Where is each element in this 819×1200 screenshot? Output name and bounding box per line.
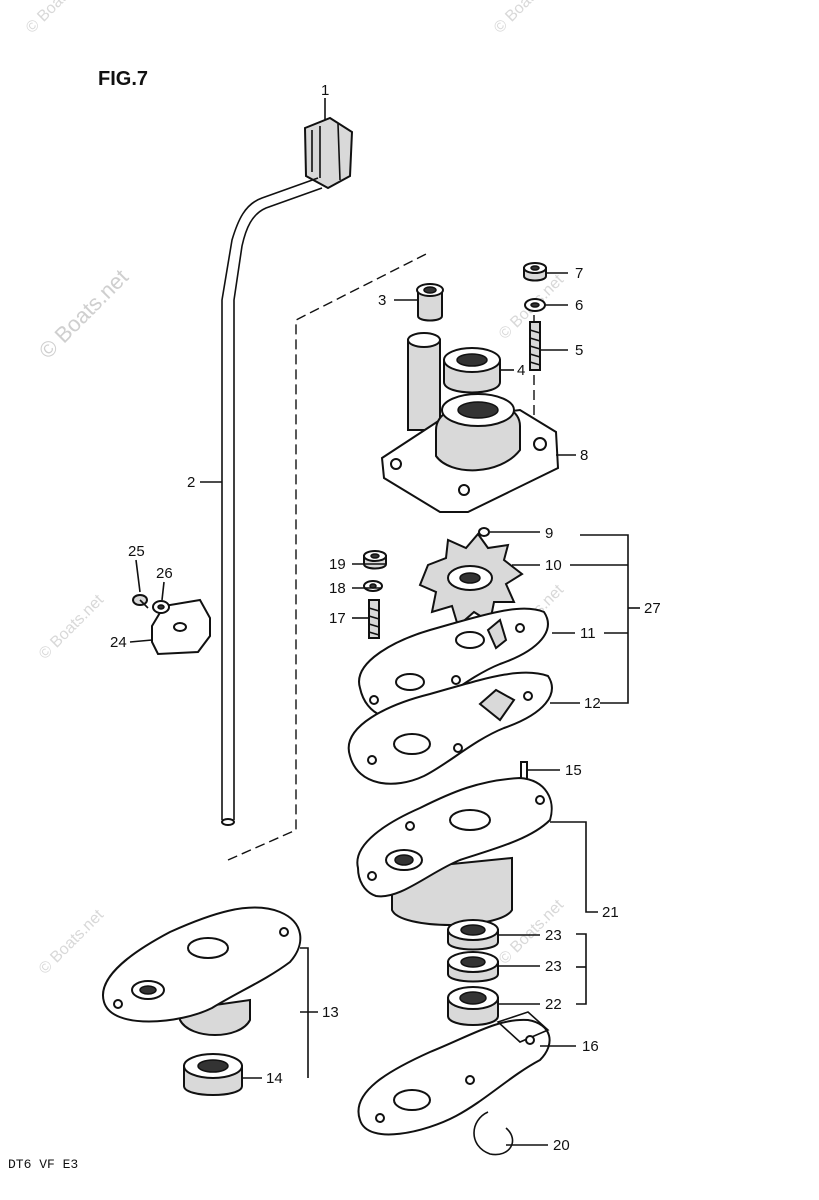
part-23-seal-lower [447,951,499,983]
callout-15: 15 [565,762,582,779]
part-6-washer [524,298,546,312]
callout-26: 26 [156,565,173,582]
part-17-stud [368,599,380,639]
callout-27: 27 [644,600,661,617]
part-3-bushing [416,283,444,322]
callout-13: 13 [322,1004,339,1021]
part-19-nut [363,550,387,570]
callout-21: 21 [602,904,619,921]
part-11-inner-plate [358,607,549,720]
callout-25: 25 [128,543,145,560]
watermark-left-large: © Boats.net [34,264,133,363]
part-1-grommet [303,116,354,190]
callout-22: 22 [545,996,562,1013]
part-22-bearing [447,986,499,1026]
callout-7: 7 [575,265,583,282]
part-10-impeller [418,532,524,628]
callout-3: 3 [378,292,386,309]
part-25-screw [132,594,149,609]
part-26-washer [152,600,170,614]
callout-10: 10 [545,557,562,574]
footer-model-code: DT6 VF E3 [8,1157,78,1172]
part-20-clip [473,1111,514,1156]
part-21-lower-case [356,776,553,926]
callout-4: 4 [517,362,525,379]
part-14-seal [183,1053,243,1096]
callout-19: 19 [329,556,346,573]
callout-9: 9 [545,525,553,542]
part-16-gasket [357,1011,551,1136]
watermark-left-low: © Boats.net [36,906,108,978]
part-13-alt-pump-case [101,906,302,1036]
callout-6: 6 [575,297,583,314]
part-8-pump-case [380,332,560,513]
figure-label: FIG.7 [98,68,148,90]
callout-17: 17 [329,610,346,627]
watermark-top-right: © Boats.net [491,0,563,37]
part-4-oil-seal [443,347,501,394]
part-7-nut [523,262,547,282]
watermark-top-left: © Boats.net [23,0,95,37]
part-18-washer [363,580,383,592]
callout-8: 8 [580,447,588,464]
part-2-water-tube [221,177,323,826]
callout-24: 24 [110,634,127,651]
callout-5: 5 [575,342,583,359]
callout-labels: 1 2 3 4 5 6 7 8 9 10 11 12 15 21 23 23 2… [110,82,661,1154]
callout-14: 14 [266,1070,283,1087]
part-5-stud [529,321,541,371]
callout-23-lower: 23 [545,958,562,975]
part-23-seal-upper [447,919,499,951]
part-12-gasket [347,671,553,785]
watermark-left-mid: © Boats.net [36,591,108,663]
callout-16: 16 [582,1038,599,1055]
callout-20: 20 [553,1137,570,1154]
callout-23-upper: 23 [545,927,562,944]
part-9-key [478,527,490,537]
part-24-block [151,598,211,656]
callout-2: 2 [187,474,195,491]
leader-lines [129,98,640,1146]
callout-12: 12 [584,695,601,712]
callout-1: 1 [321,82,329,99]
callout-18: 18 [329,580,346,597]
callout-11: 11 [580,625,596,642]
